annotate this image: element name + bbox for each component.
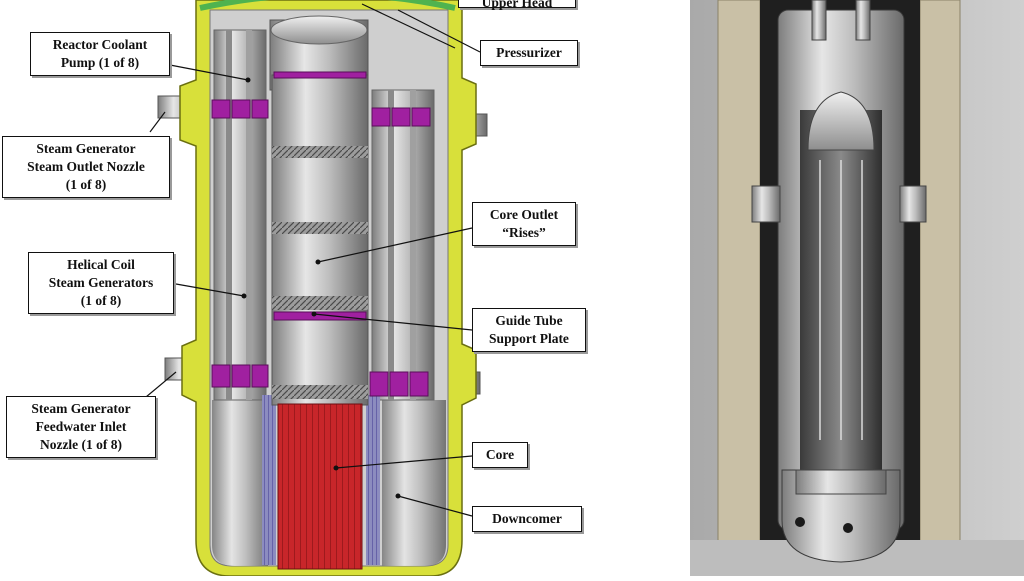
- callout-core: Core: [472, 442, 528, 468]
- core-outlet-riser: [271, 74, 369, 406]
- riser-plate-4: [272, 385, 368, 399]
- callout-downcomer: Downcomer: [472, 506, 582, 532]
- downcomer-right: [382, 400, 446, 566]
- vessel-cross-section: [157, 0, 488, 577]
- upper-head-rim: [199, 0, 456, 11]
- downcomer-left: [212, 400, 268, 566]
- callout-guide-tube-support-plate: Guide Tube Support Plate: [472, 308, 586, 352]
- leader-lines: [139, 3, 481, 517]
- helical-sg-left: [213, 29, 267, 401]
- callout-sg-steam-outlet-nozzle: Steam Generator Steam Outlet Nozzle (1 o…: [2, 136, 170, 198]
- callout-sg-feedwater-inlet-nozzle: Steam Generator Feedwater Inlet Nozzle (…: [6, 396, 156, 458]
- lower-tubes-right: [366, 395, 380, 565]
- callout-helical-coil-sg: Helical Coil Steam Generators (1 of 8): [28, 252, 174, 314]
- containment-cutaway: [690, 0, 1024, 577]
- riser-plate-2: [272, 222, 368, 234]
- callout-upper-head: Upper Head: [458, 0, 576, 10]
- callout-core-outlet-rises: Core Outlet “Rises”: [472, 202, 576, 246]
- leader-dots: [241, 77, 401, 499]
- reactor-core: [277, 403, 363, 570]
- support-plate-markers: [211, 71, 431, 397]
- riser-plate-3: [272, 296, 368, 310]
- riser-plate-1: [272, 146, 368, 158]
- callout-pressurizer: Pressurizer: [480, 40, 578, 66]
- lower-tubes-left: [262, 395, 276, 565]
- callout-reactor-coolant-pump: Reactor Coolant Pump (1 of 8): [30, 32, 170, 76]
- helical-sg-right: [371, 89, 435, 401]
